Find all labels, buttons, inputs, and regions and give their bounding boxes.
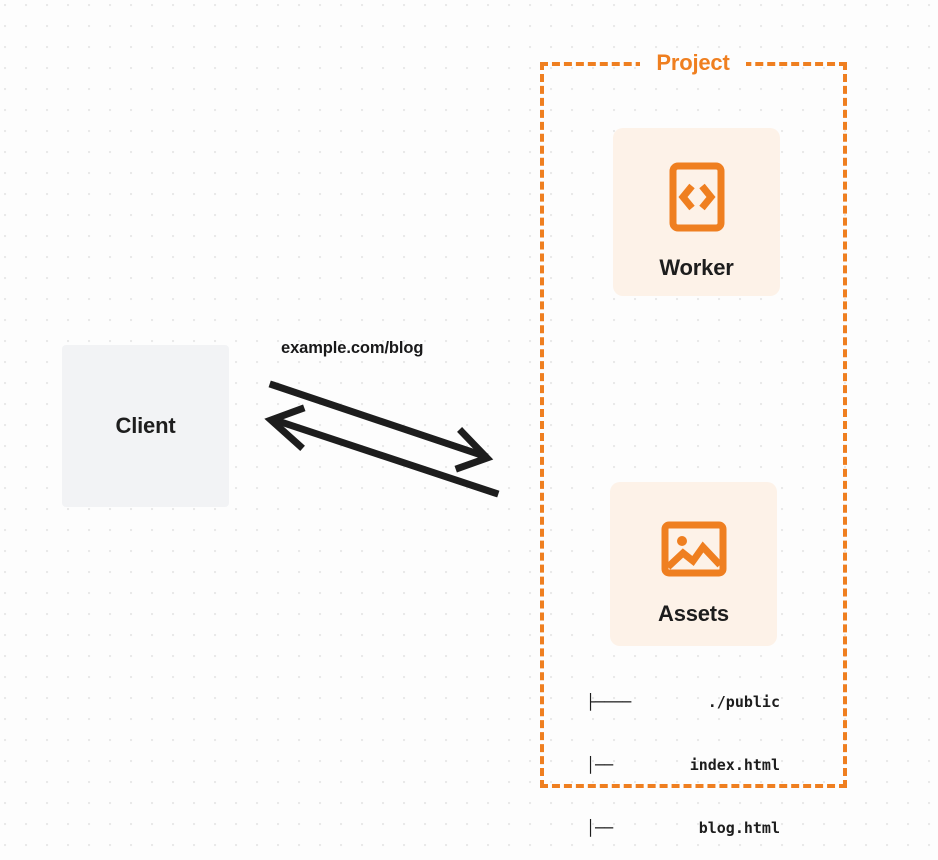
- file-tree-row: │── index.html: [586, 755, 780, 776]
- client-box: [62, 345, 229, 507]
- file-tree-branch: │──: [586, 756, 614, 774]
- image-picture-icon: [661, 520, 727, 583]
- file-tree-name: index.html: [689, 756, 780, 774]
- request-url-label: example.com/blog: [281, 339, 424, 357]
- request-arrow-head: [454, 427, 494, 473]
- worker-card[interactable]: Worker: [613, 128, 780, 296]
- assets-card[interactable]: Assets: [610, 482, 777, 646]
- worker-card-label: Worker: [659, 255, 734, 280]
- assets-file-tree: ├──── ./public │── index.html │── blog.h…: [586, 650, 780, 860]
- file-tree-branch: │──: [586, 819, 614, 837]
- project-title: Project: [640, 50, 746, 76]
- client-label: Client: [115, 413, 176, 438]
- request-arrow-line: [268, 380, 489, 461]
- file-tree-name: ./public: [707, 693, 780, 711]
- assets-card-label: Assets: [658, 601, 729, 626]
- response-arrow-line: [273, 416, 500, 498]
- file-tree-branch: ├────: [586, 693, 632, 711]
- file-tree-row: │── blog.html: [586, 818, 780, 839]
- code-document-icon: [668, 162, 726, 237]
- file-tree-name: blog.html: [698, 819, 780, 837]
- file-tree-row: ├──── ./public: [586, 692, 780, 713]
- response-arrow-head: [264, 404, 306, 451]
